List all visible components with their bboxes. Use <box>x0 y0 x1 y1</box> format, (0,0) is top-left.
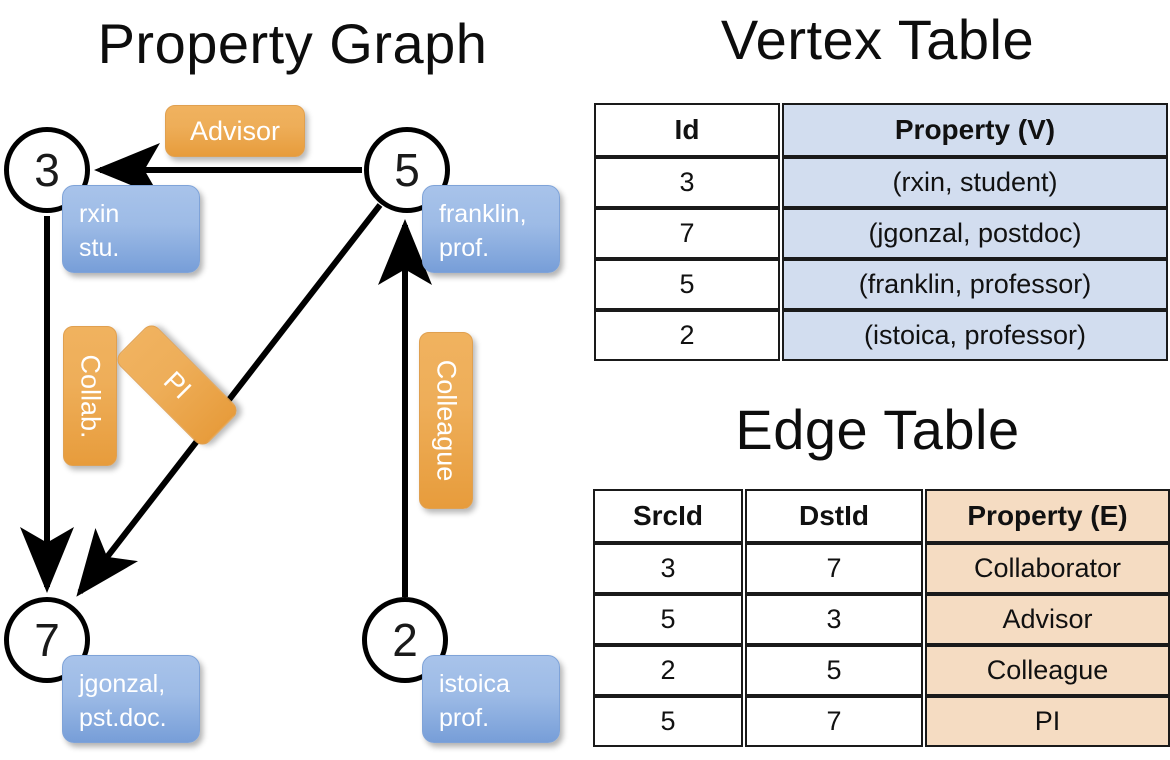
edge-table-header-property: Property (E) <box>925 489 1170 543</box>
vertex-table-cell-property: (rxin, student) <box>782 157 1168 208</box>
edge-label-pi-text: PI <box>157 365 197 405</box>
page-title-property-graph: Property Graph <box>97 12 488 75</box>
vertex-table-cell-id: 7 <box>594 208 780 259</box>
edge-table: SrcId DstId Property (E) 3 7 Collaborato… <box>591 489 1170 747</box>
edge-table-header-srcid: SrcId <box>593 489 743 543</box>
edge-table-row: 5 3 Advisor <box>593 594 1170 645</box>
edge-table-cell-srcid: 5 <box>593 696 743 747</box>
node-property-box-5-line2: prof. <box>439 233 490 262</box>
vertex-table-row: 2 (istoica, professor) <box>594 310 1168 361</box>
edge-table-row: 3 7 Collaborator <box>593 543 1170 594</box>
edge-table-cell-dstid: 7 <box>745 696 923 747</box>
graph-node-5-label: 5 <box>394 144 420 196</box>
vertex-table-cell-id: 5 <box>594 259 780 310</box>
edge-table-cell-property: PI <box>925 696 1170 747</box>
vertex-table-cell-id: 3 <box>594 157 780 208</box>
vertex-table-row: 3 (rxin, student) <box>594 157 1168 208</box>
graph-node-2[interactable]: 2 <box>362 597 448 683</box>
edge-table-row: 5 7 PI <box>593 696 1170 747</box>
edge-label-colleague: Colleague <box>419 332 473 509</box>
vertex-table-cell-id: 2 <box>594 310 780 361</box>
graph-node-7-label: 7 <box>34 614 60 666</box>
graph-edge-lines <box>20 143 432 597</box>
graph-edge-5-to-7 <box>76 203 383 597</box>
edge-table-cell-property: Advisor <box>925 594 1170 645</box>
node-property-box-5-line1: franklin, <box>439 200 527 228</box>
node-property-box-7-line2: pst.doc. <box>79 703 167 732</box>
vertex-table-header-property: Property (V) <box>782 103 1168 157</box>
edge-table-row: 2 5 Colleague <box>593 645 1170 696</box>
graph-node-2-label: 2 <box>392 614 418 666</box>
node-property-box-3: rxin stu. <box>62 185 200 273</box>
edge-table-header-row: SrcId DstId Property (E) <box>593 489 1170 543</box>
edge-table-cell-property: Collaborator <box>925 543 1170 594</box>
graph-node-3-label: 3 <box>34 144 60 196</box>
node-property-box-2: istoica prof. <box>422 655 560 743</box>
page-title-edge-table: Edge Table <box>735 398 1020 461</box>
edge-table-cell-dstid: 3 <box>745 594 923 645</box>
node-property-box-5: franklin, prof. <box>422 185 560 273</box>
property-graph-diagram: 3 5 7 2 rxin stu. franklin, prof. jgonza… <box>4 105 560 743</box>
vertex-table-cell-property: (franklin, professor) <box>782 259 1168 310</box>
node-property-box-2-line1: istoica <box>439 670 510 698</box>
edge-table-cell-srcid: 5 <box>593 594 743 645</box>
edge-label-advisor-text: Advisor <box>189 115 281 146</box>
graph-node-5[interactable]: 5 <box>364 127 450 213</box>
edge-table-cell-dstid: 7 <box>745 543 923 594</box>
edge-table-header-dstid: DstId <box>745 489 923 543</box>
vertex-table-row: 5 (franklin, professor) <box>594 259 1168 310</box>
edge-table-cell-property: Colleague <box>925 645 1170 696</box>
vertex-table-cell-property: (istoica, professor) <box>782 310 1168 361</box>
edge-table-cell-dstid: 5 <box>745 645 923 696</box>
edge-label-advisor: Advisor <box>165 105 305 157</box>
edge-table-cell-srcid: 3 <box>593 543 743 594</box>
vertex-table-row: 7 (jgonzal, postdoc) <box>594 208 1168 259</box>
edge-label-colleague-text: Colleague <box>431 359 462 482</box>
edge-label-collab: Collab. <box>63 326 117 466</box>
node-property-box-3-line2: stu. <box>79 233 120 262</box>
node-property-box-7-line1: jgonzal, <box>79 670 166 698</box>
vertex-table: Id Property (V) 3 (rxin, student) 7 (jgo… <box>592 103 1170 361</box>
vertex-table-cell-property: (jgonzal, postdoc) <box>782 208 1168 259</box>
node-property-box-3-line1: rxin <box>79 200 120 228</box>
node-property-box-2-line2: prof. <box>439 703 490 732</box>
node-property-box-7: jgonzal, pst.doc. <box>62 655 200 743</box>
edge-label-collab-text: Collab. <box>75 353 106 439</box>
vertex-table-header-row: Id Property (V) <box>594 103 1168 157</box>
vertex-table-header-id: Id <box>594 103 780 157</box>
edge-table-cell-srcid: 2 <box>593 645 743 696</box>
page-title-vertex-table: Vertex Table <box>720 8 1035 71</box>
